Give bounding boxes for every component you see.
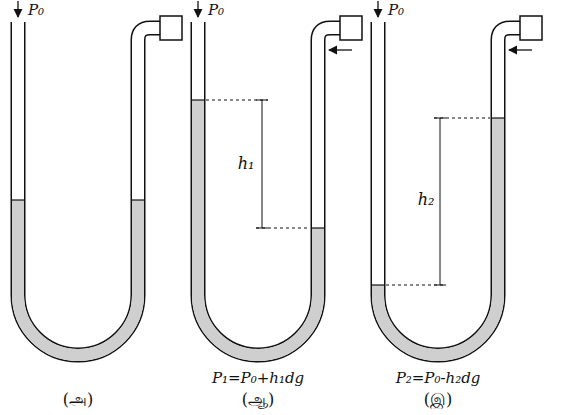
u-tube xyxy=(18,21,521,355)
pressure-symbol: P₀ xyxy=(388,2,404,19)
liquid xyxy=(18,100,498,355)
pressure-symbol: P₀ xyxy=(208,2,224,19)
height-label: h₂ xyxy=(418,191,435,209)
liquid-surface xyxy=(12,100,504,285)
pressure-equation: P₁=P₀+h₁dg xyxy=(212,370,304,387)
gas-connector xyxy=(160,16,542,40)
height-label: h₁ xyxy=(238,155,255,173)
pressure-arrow xyxy=(18,1,532,50)
figure-caption: (அ) xyxy=(63,391,93,409)
height-dimension xyxy=(206,100,490,285)
figure-caption: (ஆ) xyxy=(242,391,274,409)
pressure-equation: P₂=P₀-h₂dg xyxy=(396,370,481,387)
figure-caption: (இ) xyxy=(424,391,452,409)
pressure-symbol: P₀ xyxy=(28,2,44,19)
